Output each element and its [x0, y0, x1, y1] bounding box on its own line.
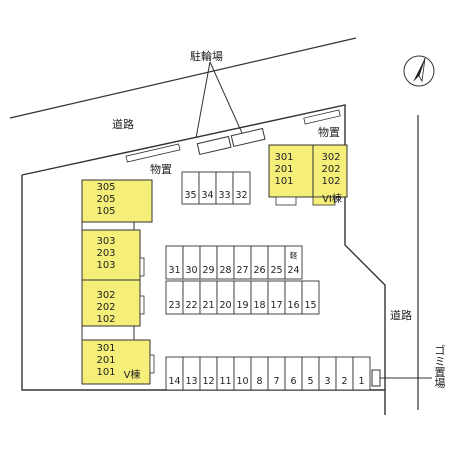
bicycle-rack — [230, 127, 266, 148]
parking-number: 16 — [287, 300, 299, 311]
parking-space — [301, 280, 320, 315]
parking-number: 6 — [290, 376, 296, 387]
building-vi — [268, 144, 348, 206]
parking-number: 34 — [201, 190, 213, 201]
light-car-label: 軽 — [290, 251, 298, 260]
garbage-label-char: 置 — [435, 366, 446, 379]
unit-number: 202 — [321, 164, 340, 175]
parking-number: 23 — [168, 300, 180, 311]
building-v — [81, 179, 155, 385]
road-edge-top — [9, 37, 357, 119]
unit-number: 301 — [274, 152, 293, 163]
parking-number: 28 — [219, 265, 231, 276]
parking-number: 32 — [235, 190, 247, 201]
parking-number: 8 — [256, 376, 262, 387]
unit-number: 102 — [321, 176, 340, 187]
parking-number: 21 — [202, 300, 214, 311]
parking-number: 26 — [253, 265, 265, 276]
parking-number: 19 — [236, 300, 248, 311]
unit-number: 205 — [96, 194, 115, 205]
storage-strip — [303, 109, 341, 125]
road-right-label: 道路 — [390, 308, 412, 322]
parking-space — [352, 356, 371, 391]
storage-label-left: 物置 — [150, 162, 172, 176]
garbage-label-char: ゴ — [435, 343, 446, 357]
parking-number: 24 — [287, 265, 299, 276]
parking-number: 15 — [304, 300, 316, 311]
unit-number: 203 — [96, 248, 115, 259]
parking-number: 2 — [341, 376, 347, 387]
parking-number: 17 — [270, 300, 282, 311]
parking-number: 10 — [236, 376, 248, 387]
unit-number: 303 — [96, 236, 115, 247]
parking-space — [284, 245, 303, 280]
parking-space — [232, 171, 251, 205]
unit-number: 201 — [96, 355, 115, 366]
bicycle-rack — [196, 135, 232, 156]
lot-boundary — [21, 104, 386, 415]
north-arrow-icon — [403, 55, 435, 87]
unit-number: 301 — [96, 343, 115, 354]
parking-number: 33 — [218, 190, 230, 201]
road-top-label: 道路 — [112, 117, 134, 131]
parking-number: 11 — [219, 376, 231, 387]
parking-number: 7 — [273, 376, 279, 387]
storage-strip — [125, 143, 181, 163]
unit-number: 302 — [96, 290, 115, 301]
parking-number: 27 — [236, 265, 248, 276]
parking-number: 22 — [185, 300, 197, 311]
parking-number: 35 — [184, 190, 196, 201]
unit-number: 201 — [274, 164, 293, 175]
storage-label-right: 物置 — [318, 125, 340, 139]
parking-number: 31 — [168, 265, 180, 276]
unit-number: 302 — [321, 152, 340, 163]
parking-number: 30 — [185, 265, 197, 276]
garbage-label-char: 場 — [435, 377, 446, 390]
unit-number: 105 — [96, 206, 115, 217]
unit-number: 202 — [96, 302, 115, 313]
bicycle-leader-left — [195, 61, 211, 139]
parking-number: 13 — [185, 376, 197, 387]
bicycle-leader-right — [209, 61, 243, 134]
unit-number: 101 — [96, 367, 115, 378]
parking-number: 20 — [219, 300, 231, 311]
unit-number: 101 — [274, 176, 293, 187]
parking-number: 3 — [324, 376, 330, 387]
unit-number: 305 — [96, 182, 115, 193]
unit-number: 102 — [96, 314, 115, 325]
parking-number: 29 — [202, 265, 214, 276]
garbage-station — [371, 369, 381, 387]
parking-number: 14 — [168, 376, 180, 387]
parking-number: 18 — [253, 300, 265, 311]
building-vi-name: VI棟 — [322, 192, 342, 205]
parking-number: 12 — [202, 376, 214, 387]
building-v-name: V棟 — [124, 368, 141, 381]
garbage-label-char: ミ — [435, 355, 446, 368]
parking-number: 25 — [270, 265, 282, 276]
unit-number: 103 — [96, 260, 115, 271]
parking-number: 5 — [307, 376, 313, 387]
parking-number: 1 — [358, 376, 364, 387]
bicycle-parking-label: 駐輪場 — [190, 49, 223, 63]
